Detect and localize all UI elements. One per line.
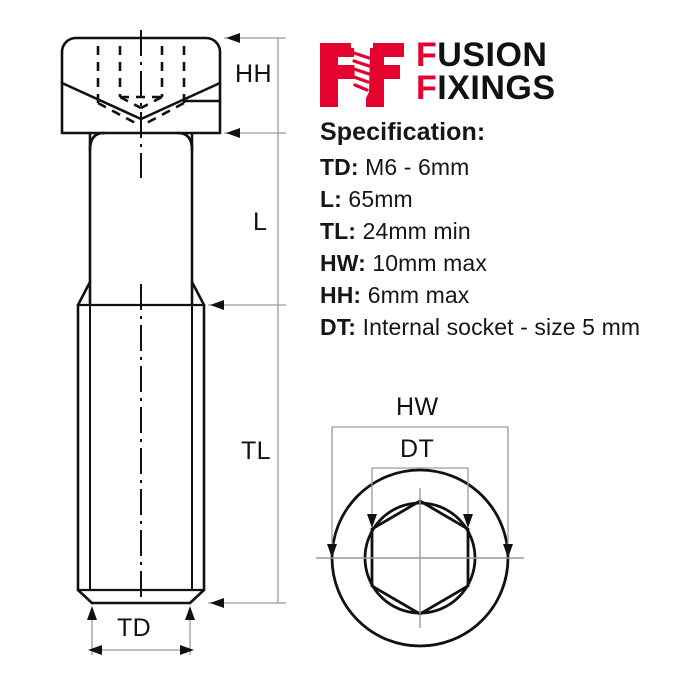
- brand-logo: FUSION FIXINGS: [318, 30, 688, 114]
- spec-key-hh: HH:: [320, 282, 362, 308]
- brand-line-fixings: FIXINGS: [416, 69, 556, 107]
- thread-runout-right: [190, 280, 206, 307]
- dimension-label-hh: HH: [235, 60, 272, 88]
- socket-bottom-inner-left: [119, 95, 142, 110]
- brand-fixings-lead: F: [416, 69, 438, 107]
- dimension-label-dt: DT: [400, 435, 435, 463]
- dimension-label-td: TD: [117, 614, 152, 642]
- socket-bottom-left: [97, 101, 142, 128]
- specification-title: Specification:: [320, 118, 486, 146]
- spec-row-tl: TL: 24mm min: [320, 218, 695, 245]
- spec-value-tl: 24mm min: [362, 218, 471, 244]
- spec-key-hw: HW:: [320, 250, 366, 276]
- thread-runout-left: [76, 280, 92, 307]
- top-view-dimensions: [331, 426, 509, 552]
- top-view-arrowheads: [327, 514, 513, 558]
- spec-value-td: M6 - 6mm: [365, 154, 470, 180]
- spec-value-hw: 10mm max: [372, 250, 487, 276]
- head-chamfer-right: [139, 81, 222, 121]
- fusion-fixings-screw-logo-icon: [320, 39, 404, 107]
- specification-panel: Specification: TD: M6 - 6mm L: 65mm TL: …: [320, 118, 695, 346]
- spec-row-dt: DT: Internal socket - size 5 mm: [320, 314, 695, 341]
- spec-value-dt: Internal socket - size 5 mm: [362, 314, 641, 340]
- brand-fusion-rest: USION: [437, 36, 548, 75]
- socket-bottom-inner-right: [140, 95, 163, 110]
- screw-fillet-left: [88, 131, 106, 152]
- spec-row-l: L: 65mm: [320, 186, 695, 213]
- screw-fillet-right: [176, 131, 194, 152]
- spec-key-tl: TL:: [320, 218, 357, 244]
- td-arrowheads: [87, 606, 195, 655]
- screw-side-view: [60, 36, 222, 605]
- screw-head-outline: [60, 36, 222, 135]
- spec-value-hh: 6mm max: [367, 282, 470, 308]
- side-view-arrowheads: [210, 33, 240, 608]
- top-view-centre-lines: [316, 488, 524, 628]
- head-chamfer-left: [60, 81, 143, 121]
- dimension-label-l: L: [253, 208, 268, 236]
- brand-fixings-rest: IXINGS: [437, 69, 556, 107]
- spec-row-hw: HW: 10mm max: [320, 250, 695, 277]
- dimension-label-hw: HW: [396, 393, 439, 421]
- screw-tip-chamfer-right: [188, 588, 206, 605]
- spec-row-td: TD: M6 - 6mm: [320, 154, 695, 181]
- spec-key-td: TD:: [320, 154, 359, 180]
- spec-value-l: 65mm: [348, 186, 413, 212]
- brand-wordmark: FUSION FIXINGS: [416, 36, 556, 107]
- screw-tip-chamfer-left: [76, 588, 94, 605]
- dimension-label-tl: TL: [241, 437, 271, 465]
- spec-row-hh: HH: 6mm max: [320, 282, 695, 309]
- brand-line-fusion: FUSION: [416, 36, 556, 75]
- spec-key-dt: DT:: [320, 314, 357, 340]
- spec-key-l: L:: [320, 186, 342, 212]
- brand-fusion-lead: F: [416, 36, 438, 75]
- socket-bottom-right: [140, 101, 185, 128]
